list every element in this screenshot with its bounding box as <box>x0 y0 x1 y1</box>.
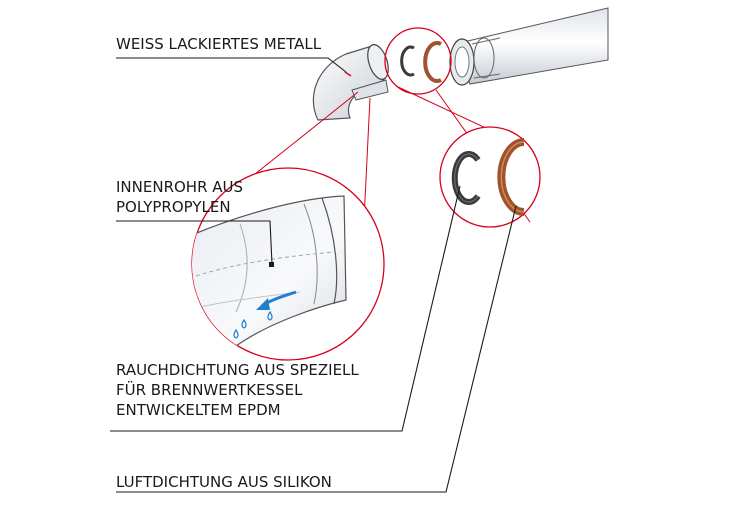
small-silicone-seal-ring-icon <box>423 41 442 83</box>
label-air-seal: LUFTDICHTUNG AUS SILIKON <box>116 472 332 492</box>
straight-pipe-icon <box>449 7 609 86</box>
label-inner-pipe-line-1: INNENROHR AUS <box>116 178 244 196</box>
label-air-seal-text: LUFTDICHTUNG AUS SILIKON <box>116 473 332 491</box>
label-inner-pipe: INNENROHR AUS POLYPROPYLEN <box>116 177 243 217</box>
leader-lines <box>110 57 517 493</box>
silicone-seal-ring-icon <box>497 138 525 216</box>
label-metal: WEISS LACKIERTES METALL <box>116 34 321 54</box>
label-smoke-seal-line-1: RAUCHDICHTUNG AUS SPEZIELL <box>116 361 359 379</box>
small-epdm-seal-ring-icon <box>400 45 415 77</box>
condensate-droplet-icon <box>233 310 273 339</box>
epdm-seal-ring-icon <box>451 151 481 205</box>
leader-inner-pipe-marker <box>269 262 274 267</box>
label-inner-pipe-line-2: POLYPROPYLEN <box>116 198 231 216</box>
leader-inner-pipe <box>116 220 273 265</box>
leader-air-seal <box>116 205 517 493</box>
leader-metal <box>116 57 347 73</box>
label-smoke-seal-line-3: ENTWICKELTEM EPDM <box>116 401 281 419</box>
flow-arrow-icon <box>256 290 297 310</box>
inner-pipe-cutaway <box>192 195 347 360</box>
label-smoke-seal-line-2: FÜR BRENNWERTKESSEL <box>116 381 303 399</box>
label-metal-text: WEISS LACKIERTES METALL <box>116 35 322 53</box>
elbow-pipe-icon <box>312 44 389 121</box>
seal-callout-small-circle <box>384 27 452 95</box>
leader-smoke-seal <box>110 185 461 432</box>
label-smoke-seal: RAUCHDICHTUNG AUS SPEZIELL FÜR BRENNWERT… <box>116 360 359 420</box>
